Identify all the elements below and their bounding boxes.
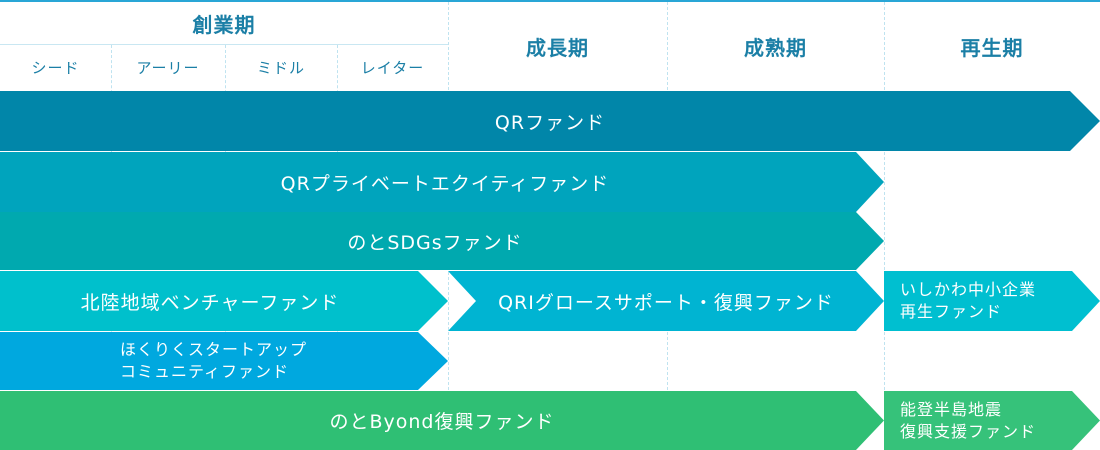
phase-seijukuki: 成熟期 xyxy=(744,35,807,60)
band-ishikawa-arrow xyxy=(884,271,1100,331)
subphase-middle: ミドル xyxy=(256,59,305,77)
phase-sogyoki: 創業期 xyxy=(192,12,256,37)
subphase-early: アーリー xyxy=(136,59,200,77)
band-noto-sdgs-arrow xyxy=(0,212,884,270)
band-ishikawa: いしかわ中小企業 再生ファンド xyxy=(884,271,1100,331)
band-qri-growth-arrow xyxy=(448,271,884,331)
label-ishikawa: いしかわ中小企業 再生ファンド xyxy=(900,280,1037,321)
band-noto-beyond-arrow xyxy=(0,391,884,450)
label-hokuriku-startup: ほくりくスタートアップ コミュニティファンド xyxy=(120,340,308,381)
label-noto-earthquake: 能登半島地震 復興支援ファンド xyxy=(900,399,1037,441)
phase-saiseiki: 再生期 xyxy=(960,35,1024,60)
label-qr-fund: QRファンド xyxy=(494,111,606,134)
subphase-later: レイター xyxy=(360,59,425,77)
band-noto-earthquake: 能登半島地震 復興支援ファンド xyxy=(884,391,1100,450)
band-hokuriku-venture: 北陸地域ベンチャーファンド xyxy=(0,271,448,331)
label-noto-beyond: のとByond復興ファンド xyxy=(329,411,555,433)
header-divider-line xyxy=(0,44,448,45)
band-noto-earthquake-arrow xyxy=(884,391,1100,450)
band-noto-beyond: のとByond復興ファンド xyxy=(0,391,884,450)
band-qr-private-equity-arrow xyxy=(0,152,884,212)
label-qri-growth: QRIグロースサポート・復興ファンド xyxy=(498,291,834,314)
band-qr-fund: QRファンド xyxy=(0,91,1100,151)
band-hokuriku-startup-arrow xyxy=(0,332,448,390)
label-noto-sdgs: のとSDGsファンド xyxy=(347,231,523,254)
band-qri-growth: QRIグロースサポート・復興ファンド xyxy=(448,271,884,331)
label-qr-private-equity: QRプライベートエクイティファンド xyxy=(280,172,610,195)
subphase-seed: シード xyxy=(31,59,80,77)
column-divider xyxy=(884,2,885,450)
band-qr-fund-arrow xyxy=(0,91,1100,151)
header-top-line xyxy=(0,0,1100,2)
label-hokuriku-venture: 北陸地域ベンチャーファンド xyxy=(80,291,340,314)
band-hokuriku-venture-arrow xyxy=(0,271,448,331)
band-noto-sdgs: のとSDGsファンド xyxy=(0,212,884,270)
phase-seichoki: 成長期 xyxy=(526,35,589,60)
band-qr-private-equity: QRプライベートエクイティファンド xyxy=(0,152,884,212)
band-hokuriku-startup: ほくりくスタートアップ コミュニティファンド xyxy=(0,332,448,390)
